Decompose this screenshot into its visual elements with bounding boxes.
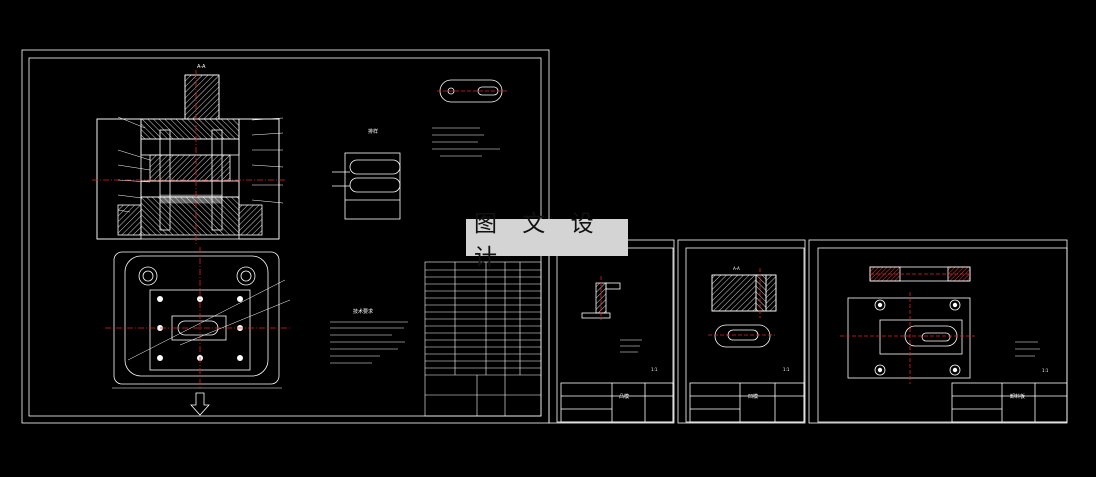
parts-list-table <box>424 261 542 417</box>
assembly-section-view <box>92 70 285 245</box>
part-1-scale: 1:1 <box>651 367 658 372</box>
sheet-1-inner-frame <box>28 57 542 417</box>
section-label: A-A <box>197 64 206 70</box>
part-3-scale: 1:1 <box>1042 368 1049 373</box>
part-2-section-label: A-A <box>733 266 740 271</box>
blank-part-detail <box>432 79 508 157</box>
technical-notes: 技术要求 <box>330 308 408 364</box>
detail-label: 排样 <box>368 128 378 135</box>
part-2-title: 凹模 <box>748 393 758 400</box>
part-1-title: 凸模 <box>619 393 629 400</box>
sheet-part-2: A-A 凹模 1:1 <box>677 239 806 424</box>
part-2-scale: 1:1 <box>783 367 790 372</box>
part-3-title: 卸料板 <box>1010 393 1025 400</box>
strip-layout-detail: 排样 <box>332 128 401 220</box>
sheet-part-1: 凸模 1:1 <box>548 239 675 424</box>
assembly-plan-view <box>105 247 291 416</box>
sheet-assembly: A-A <box>21 49 550 424</box>
notes-heading: 技术要求 <box>353 308 373 315</box>
watermark-banner: 图 文 设 计 <box>466 211 628 271</box>
sheet-part-3: 卸料板 1:1 <box>808 239 1068 424</box>
